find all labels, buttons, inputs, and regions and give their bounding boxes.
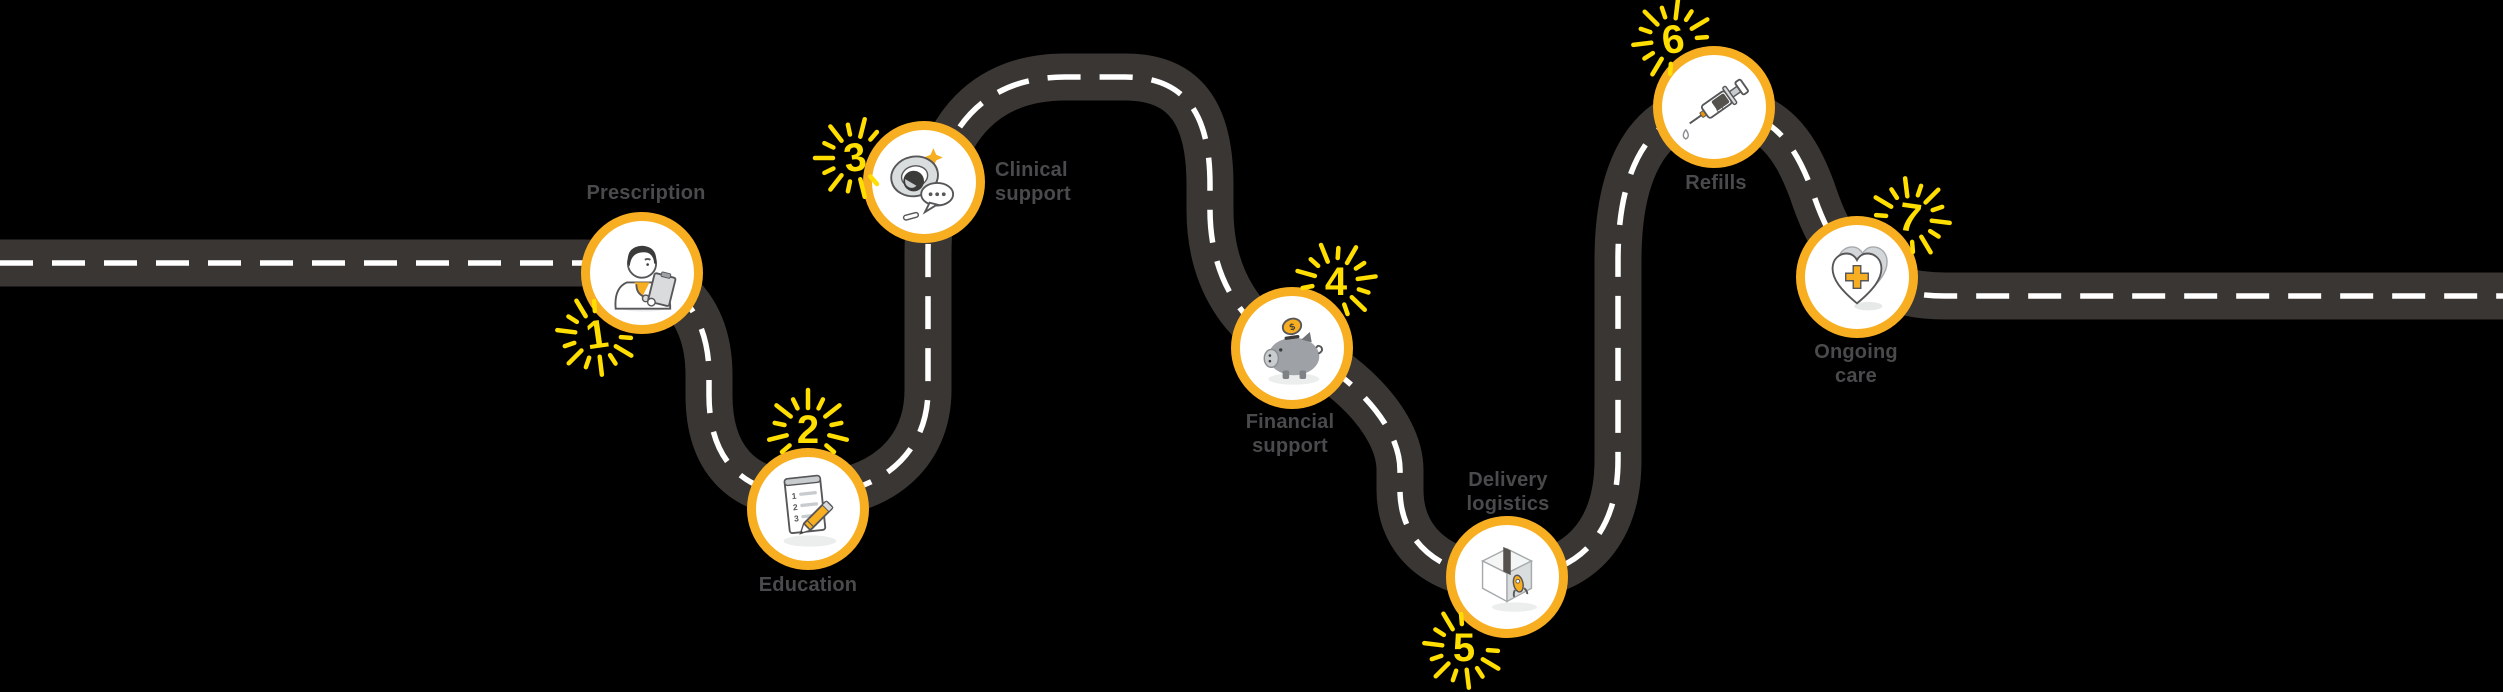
step-1-number-badge: 1 bbox=[549, 287, 645, 383]
step-number: 5 bbox=[1452, 626, 1476, 670]
step-number: 4 bbox=[1324, 260, 1348, 304]
step-5-node bbox=[1446, 516, 1568, 638]
step-6-number-badge: 6 bbox=[1625, 0, 1721, 88]
step-3-label: Clinical support bbox=[995, 159, 1071, 205]
step-number: 2 bbox=[796, 408, 820, 452]
step-3-node bbox=[863, 121, 985, 243]
step-2-node: 1 2 3 bbox=[747, 448, 869, 570]
step-7-node bbox=[1796, 216, 1918, 338]
step-4-label: Financial support bbox=[1245, 411, 1335, 457]
heart-cross-icon bbox=[1831, 246, 1888, 311]
step-2-number-badge: 2 bbox=[760, 382, 856, 478]
svg-text:$: $ bbox=[1288, 320, 1297, 332]
package-rocket-icon bbox=[1480, 546, 1538, 612]
step-6-label: Refills bbox=[1685, 172, 1747, 194]
syringe-icon bbox=[1682, 78, 1749, 140]
step-1-node bbox=[581, 212, 703, 334]
step-3-number-badge: 3 bbox=[807, 110, 903, 206]
step-4-number-badge: 4 bbox=[1288, 234, 1384, 330]
svg-text:2: 2 bbox=[792, 502, 798, 512]
piggy-bank-coin-icon: $ bbox=[1263, 317, 1324, 385]
headset-support-icon bbox=[890, 148, 955, 221]
step-1-label: Prescription bbox=[586, 182, 706, 204]
step-2-label: Education bbox=[758, 574, 858, 596]
svg-text:3: 3 bbox=[794, 513, 800, 523]
svg-text:1: 1 bbox=[791, 491, 797, 501]
step-7-number-badge: 7 bbox=[1862, 170, 1958, 266]
step-6-node bbox=[1653, 46, 1775, 168]
step-5-label: Delivery logistics bbox=[1466, 469, 1550, 515]
step-5-number-badge: 5 bbox=[1416, 600, 1512, 692]
step-4-node: $ bbox=[1231, 287, 1353, 409]
step-7-label: Ongoing care bbox=[1814, 341, 1898, 387]
doctor-clipboard-icon bbox=[614, 245, 677, 312]
notepad-pencil-icon: 1 2 3 bbox=[783, 474, 837, 547]
